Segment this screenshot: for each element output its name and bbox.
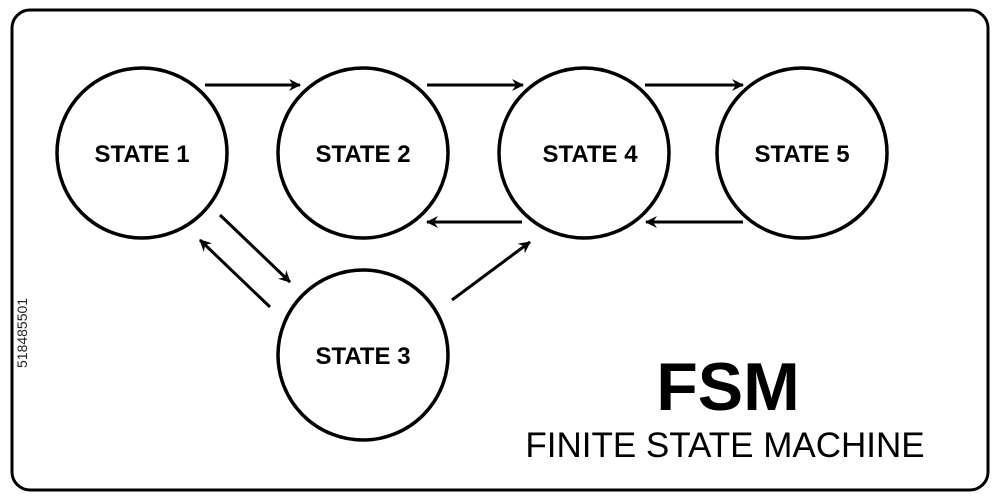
state-node-3: STATE 3 (276, 268, 450, 442)
state-node-5: STATE 5 (715, 66, 889, 240)
transition-state3-to-state4 (451, 240, 531, 302)
stock-id-text: 518485501 (14, 298, 30, 368)
state-node-2: STATE 2 (276, 66, 450, 240)
transition-state3-to-state1 (198, 238, 272, 309)
state-circle (55, 66, 229, 240)
transition-state1-to-state3 (218, 213, 292, 284)
state-circle (276, 268, 450, 442)
state-node-1: STATE 1 (55, 66, 229, 240)
diagram-title: FSM (656, 349, 800, 425)
diagram-subtitle: FINITE STATE MACHINE (525, 426, 924, 465)
state-circle (276, 66, 450, 240)
state-node-4: STATE 4 (497, 66, 671, 240)
transitions (198, 79, 744, 309)
state-label: STATE 3 (315, 343, 410, 370)
state-label: STATE 2 (315, 141, 410, 168)
state-circle (497, 66, 671, 240)
state-label: STATE 4 (542, 141, 638, 168)
state-label: STATE 5 (754, 141, 849, 168)
state-circle (715, 66, 889, 240)
state-label: STATE 1 (94, 141, 189, 168)
